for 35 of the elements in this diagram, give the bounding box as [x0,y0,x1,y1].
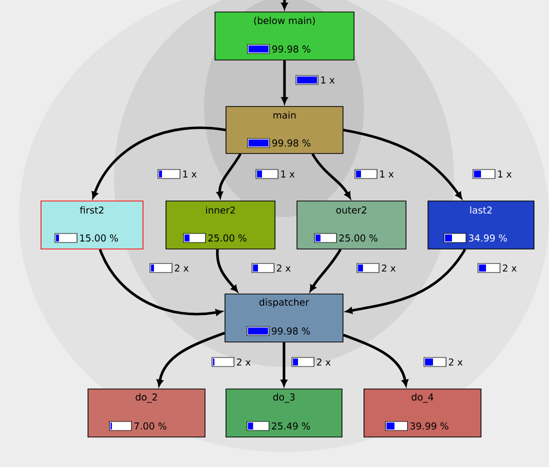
function-box: main 99.98 % [226,106,344,154]
arrow [310,248,342,292]
function-box: last2 34.99 % [428,200,534,250]
function-box: do_3 25.49 % [226,388,342,438]
arrow [216,249,238,292]
function-box: do_4 39.99 % [364,388,482,438]
arrow [216,153,242,198]
call-count-label: 1 x [158,169,197,179]
arrow [343,128,462,199]
function-box: first2 15.00 % [40,200,144,250]
arrow [92,126,226,199]
function-box: outer2 25.00 % [296,200,406,250]
call-count-label: 1 x [354,169,394,179]
call-count-label: 2 x [150,263,189,273]
arrow [98,248,222,316]
arrow [346,248,466,314]
call-count-label: 2 x [292,357,331,367]
function-box: (below main) 99.98 % [214,12,354,60]
call-count-label: 2 x [478,263,517,273]
arrow [342,334,408,386]
call-count-label: 2 x [356,263,396,273]
arrow [280,342,288,386]
call-count-label: 1 x [296,75,335,85]
function-box: inner2 25.00 % [166,200,276,250]
function-box: dispatcher 99.98 % [224,294,344,342]
function-box: do_2 7.00 % [88,388,206,438]
arrow [281,0,288,10]
call-count-label: 2 x [424,357,463,367]
call-count-label: 2 x [212,357,251,367]
call-count-label: 2 x [252,263,291,273]
call-count-label: 1 x [256,169,295,179]
arrow [281,60,288,104]
arrow [311,153,351,199]
arrow [156,332,226,386]
call-count-label: 1 x [472,169,512,179]
